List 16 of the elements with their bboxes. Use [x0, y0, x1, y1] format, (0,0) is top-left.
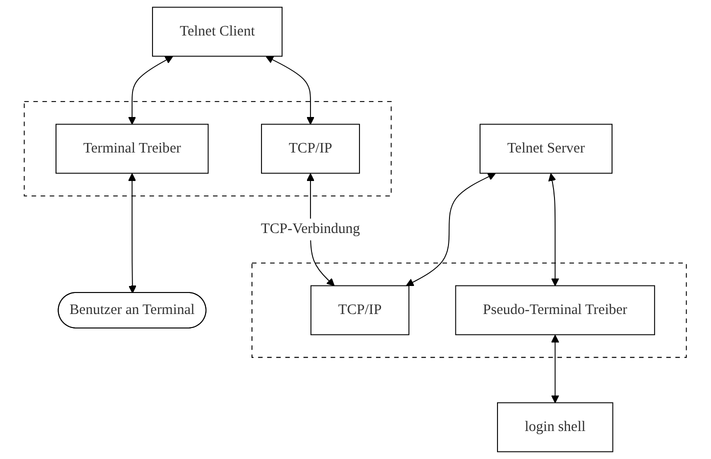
- edge-label: TCP-Verbindung: [261, 221, 360, 237]
- arrow: [406, 172, 496, 286]
- arrow: [128, 173, 137, 294]
- cluster: [252, 262, 687, 358]
- node-box: login shell: [497, 402, 614, 452]
- arrow: [548, 173, 560, 286]
- node-box: Pseudo-Terminal Treiber: [455, 285, 656, 336]
- arrow: [551, 334, 560, 404]
- node-box: TCP/IP: [261, 124, 360, 174]
- cluster: [24, 101, 392, 196]
- node-box: Telnet Server: [480, 124, 613, 174]
- arrow: [128, 56, 174, 125]
- node-box: Telnet Client: [152, 6, 283, 57]
- arrow: [266, 56, 315, 125]
- node-box: TCP/IP: [310, 285, 410, 336]
- node-box: Terminal Treiber: [56, 124, 209, 174]
